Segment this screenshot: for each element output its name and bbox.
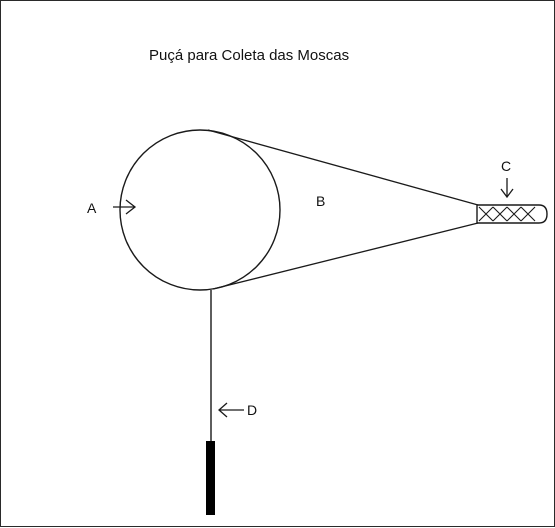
arrow-c xyxy=(500,178,514,199)
label-a: A xyxy=(87,200,97,216)
net-hoop xyxy=(119,129,281,291)
net-bag-upper-edge xyxy=(207,129,479,206)
label-c: C xyxy=(501,158,511,174)
arrow-d xyxy=(218,402,244,418)
net-bag-lower-edge xyxy=(212,222,479,290)
collection-tip xyxy=(476,204,548,224)
arrow-a xyxy=(113,199,137,215)
diagram-title: Puçá para Coleta das Moscas xyxy=(149,47,350,64)
label-d: D xyxy=(247,402,257,418)
handle-grip xyxy=(206,441,215,515)
label-b: B xyxy=(316,193,325,209)
